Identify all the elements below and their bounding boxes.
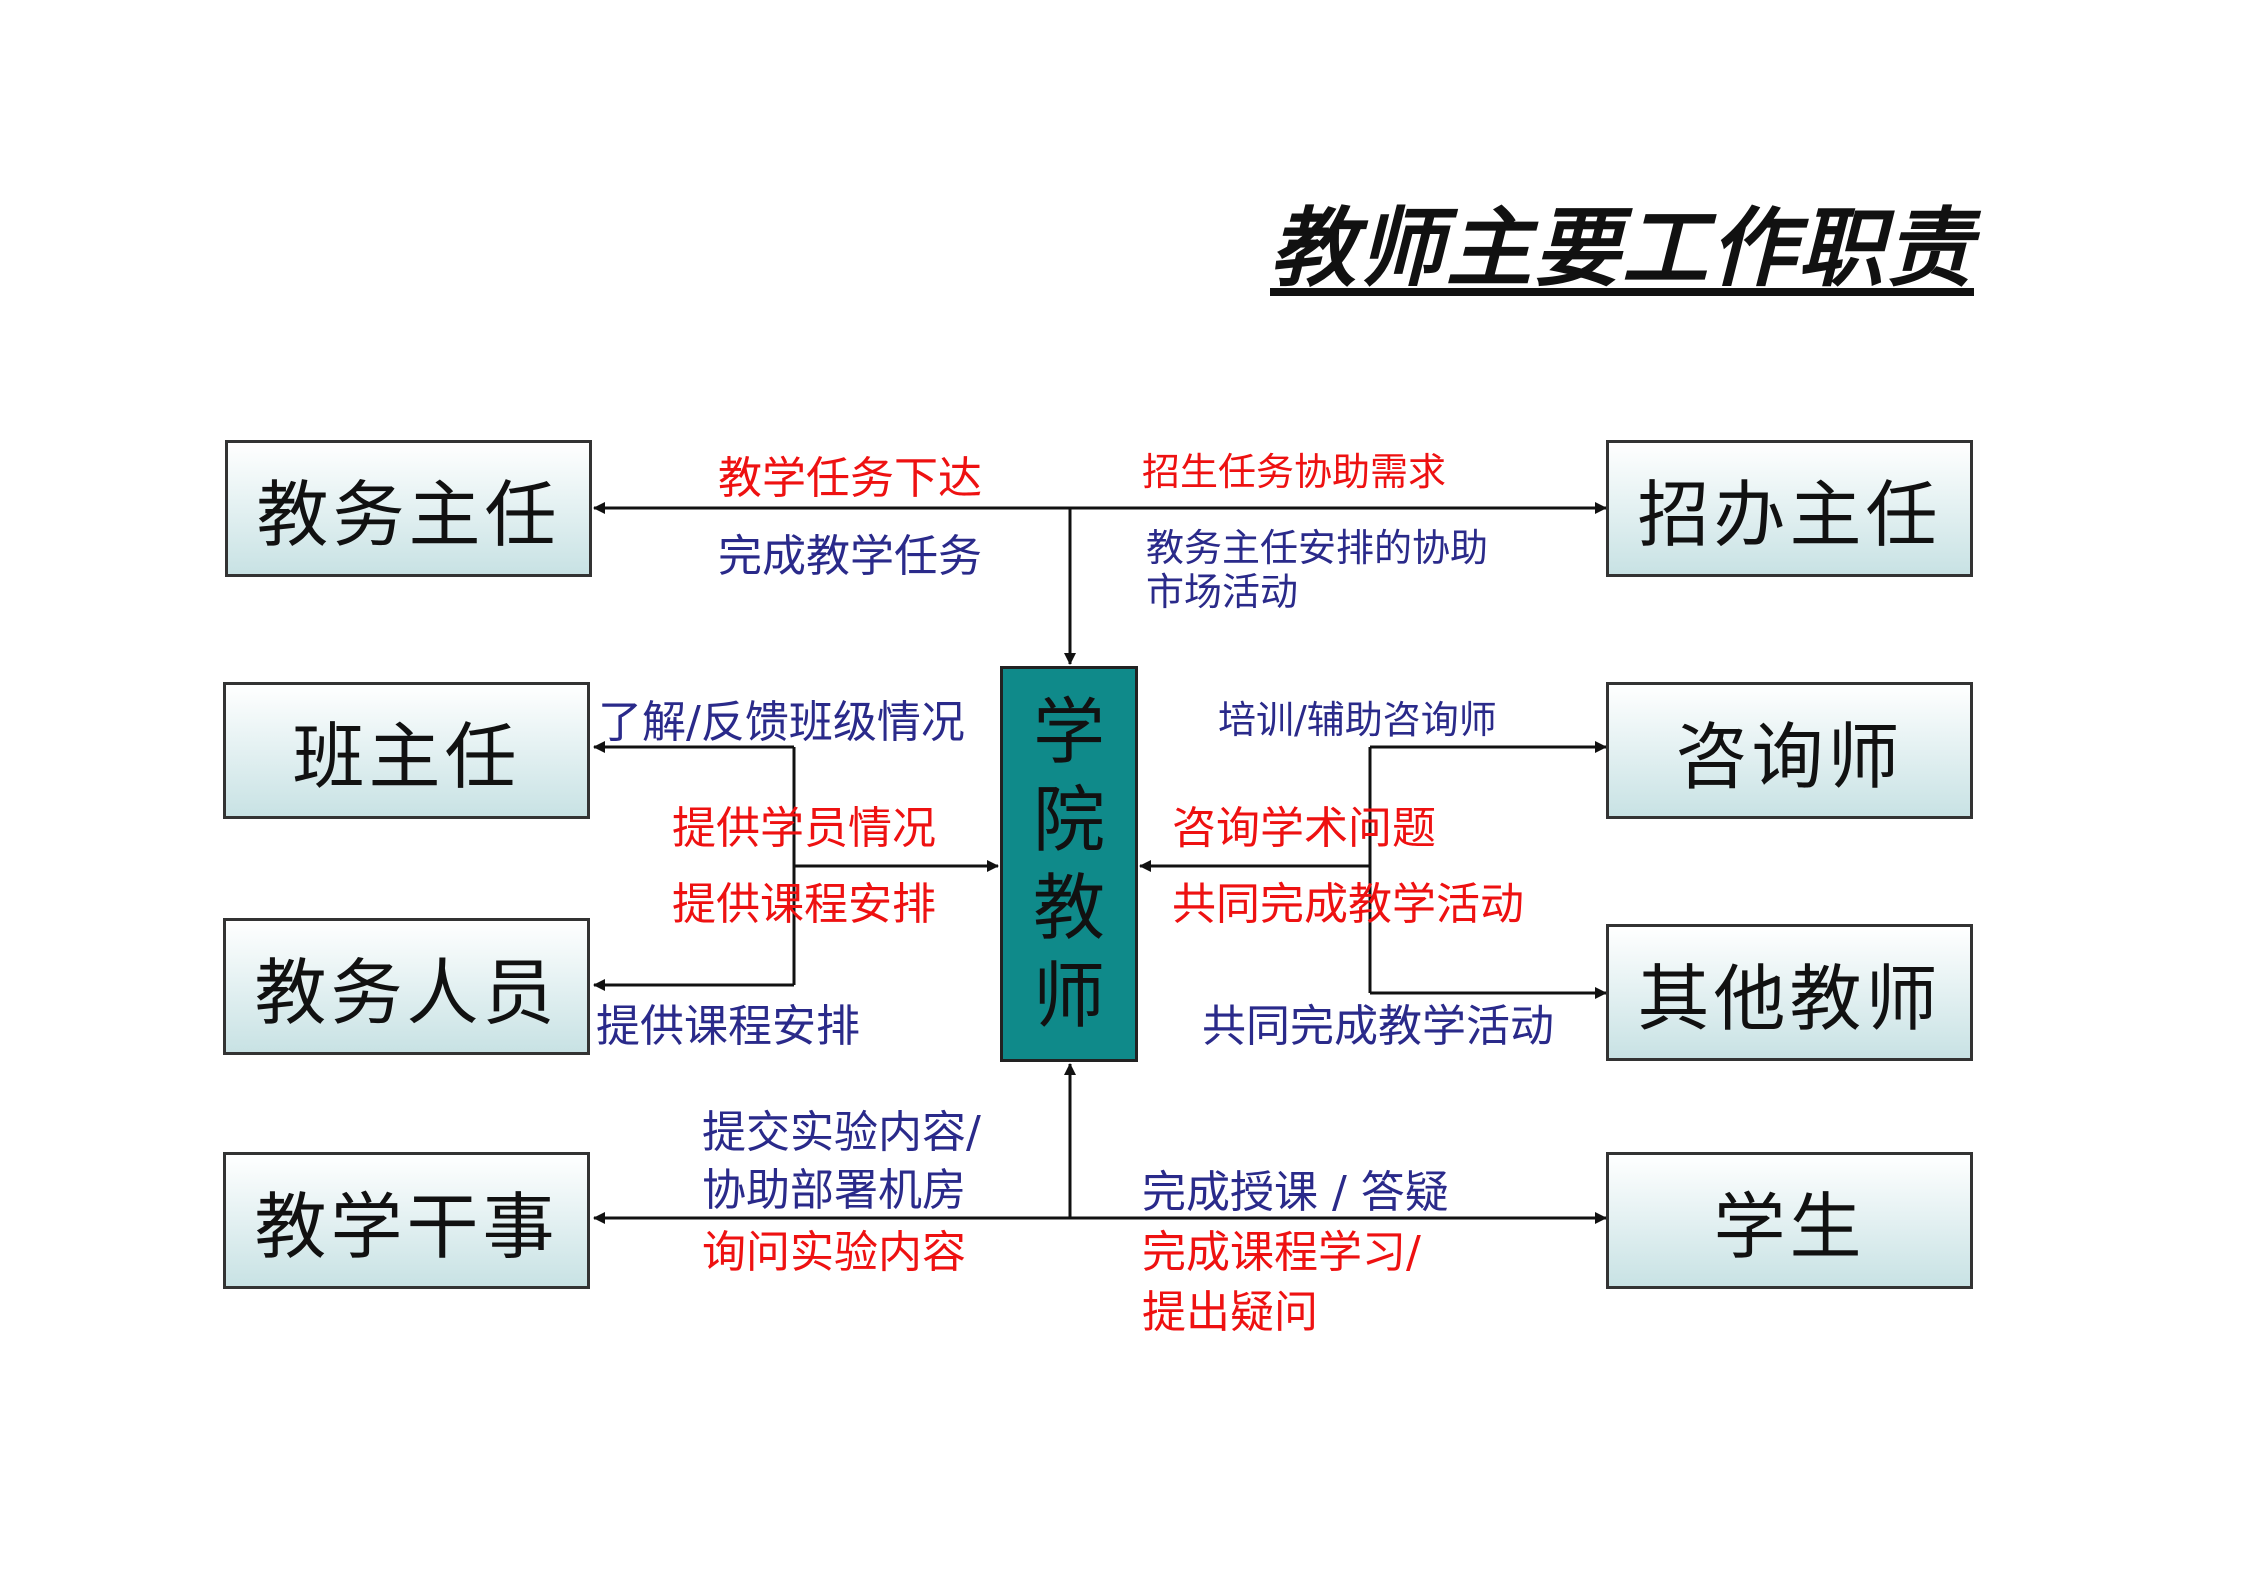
label-assigned-assist-line1: 教务主任安排的协助 bbox=[1146, 526, 1489, 570]
center-node-xueyuan-jiaoshi: 学 院 教 师 bbox=[1000, 666, 1138, 1062]
box-jiaowu-zhuren: 教务主任 bbox=[225, 440, 592, 577]
label-train-consultant: 培训/辅助咨询师 bbox=[1218, 698, 1497, 742]
box-banzhuren: 班主任 bbox=[223, 682, 590, 819]
label-joint-activity-red: 共同完成教学活动 bbox=[1172, 879, 1524, 930]
box-xuesheng: 学生 bbox=[1606, 1152, 1973, 1289]
label-complete-teaching-task: 完成教学任务 bbox=[718, 531, 982, 582]
label-academic-questions: 咨询学术问题 bbox=[1172, 803, 1436, 854]
box-zhaoban-zhuren: 招办主任 bbox=[1606, 440, 1973, 577]
label-assigned-assist-line2: 市场活动 bbox=[1146, 570, 1299, 614]
label-ask-lab-content: 询问实验内容 bbox=[702, 1227, 966, 1278]
diagram-title: 教师主要工作职责 bbox=[1270, 199, 1974, 299]
label-finish-course-line1: 完成课程学习/ bbox=[1142, 1227, 1421, 1278]
box-zixunshi: 咨询师 bbox=[1606, 682, 1973, 819]
label-provide-schedule-blue: 提供课程安排 bbox=[596, 1001, 860, 1052]
box-jiaowu-renyuan: 教务人员 bbox=[223, 918, 590, 1055]
label-joint-activity-blue: 共同完成教学活动 bbox=[1202, 1001, 1554, 1052]
label-finish-course-line2: 提出疑问 bbox=[1142, 1287, 1318, 1338]
label-teaching-task-assign: 教学任务下达 bbox=[718, 453, 982, 504]
label-submit-lab-line1: 提交实验内容/ bbox=[702, 1107, 981, 1158]
label-class-feedback: 了解/反馈班级情况 bbox=[598, 697, 965, 748]
center-char-2: 院 bbox=[1032, 778, 1105, 862]
center-char-4: 师 bbox=[1032, 954, 1105, 1038]
label-provide-schedule-red: 提供课程安排 bbox=[672, 879, 936, 930]
box-jiaoxue-ganshi: 教学干事 bbox=[223, 1152, 590, 1289]
center-char-1: 学 bbox=[1032, 690, 1105, 774]
center-char-3: 教 bbox=[1032, 866, 1105, 950]
label-submit-lab-line2: 协助部署机房 bbox=[702, 1165, 966, 1216]
box-qita-jiaoshi: 其他教师 bbox=[1606, 924, 1973, 1061]
label-enrollment-assist-request: 招生任务协助需求 bbox=[1142, 450, 1447, 494]
label-provide-student-info: 提供学员情况 bbox=[672, 803, 936, 854]
label-teach-answer: 完成授课 / 答疑 bbox=[1142, 1167, 1449, 1218]
